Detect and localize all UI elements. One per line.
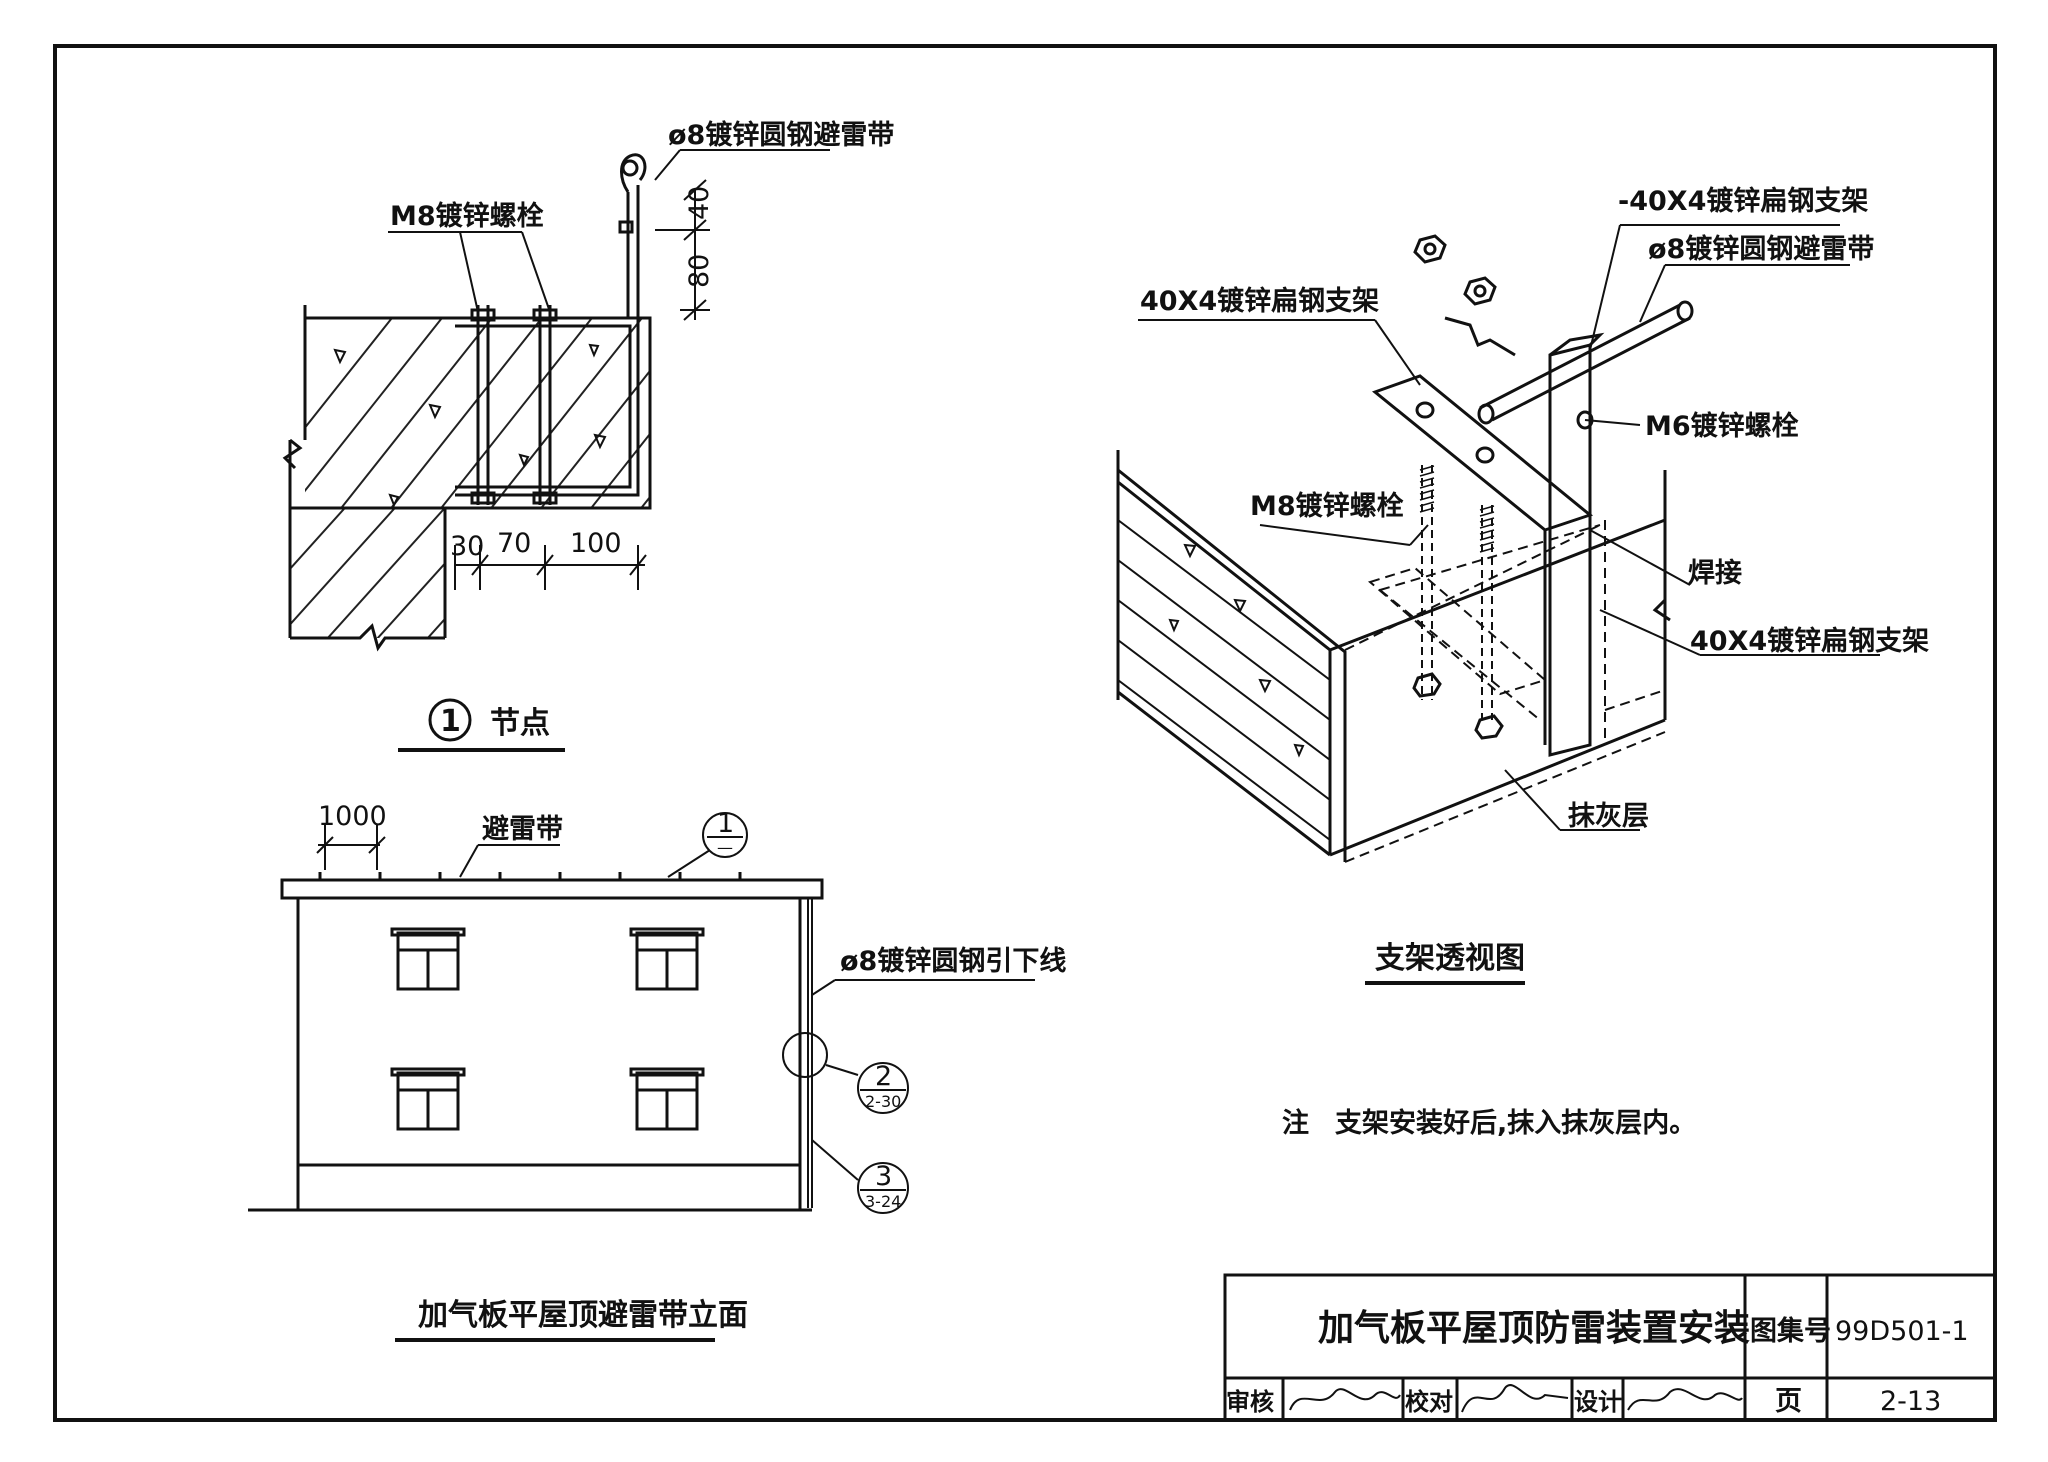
dim-100: 100 <box>570 528 622 559</box>
ref3-number: 3 <box>875 1161 892 1192</box>
slab-hatch <box>305 318 650 508</box>
ref2-page: 2-30 <box>865 1092 901 1111</box>
elevation-view <box>248 812 1035 1214</box>
perspective-view <box>1116 224 1880 863</box>
detail-circle <box>428 698 472 742</box>
perspective-title: 支架透视图 <box>1375 941 1525 976</box>
proof-label: 校对 <box>1405 1388 1453 1416</box>
ref2-number: 2 <box>875 1061 892 1092</box>
atlas-number: 99D501-1 <box>1835 1316 1969 1347</box>
dim-80: 80 <box>684 254 715 288</box>
label-bracket-right: 40X4镀锌扁钢支架 <box>1690 626 1929 657</box>
label-rod-belt: ø8镀锌圆钢避雷带 <box>668 119 894 151</box>
label-rod-belt-persp: ø8镀锌圆钢避雷带 <box>1648 233 1874 265</box>
note-text: 支架安装好后,抹入抹灰层内。 <box>1335 1108 1696 1139</box>
design-label: 设计 <box>1574 1388 1622 1416</box>
sheet-border <box>53 44 1997 1422</box>
label-m8-bolt-persp: M8镀锌螺栓 <box>1250 491 1404 522</box>
dim-1000: 1000 <box>318 801 387 832</box>
dim-40: 40 <box>684 186 715 220</box>
elevation-title: 加气板平屋顶避雷带立面 <box>418 1298 748 1333</box>
review-label: 审核 <box>1226 1388 1274 1416</box>
label-m6-bolt: M6镀锌螺栓 <box>1645 411 1799 442</box>
ref-top-sub: — <box>717 838 733 857</box>
label-weld: 焊接 <box>1688 558 1742 589</box>
dim-30: 30 <box>450 531 484 562</box>
dim-70: 70 <box>497 528 531 559</box>
label-m8-bolt: M8镀锌螺栓 <box>390 201 544 232</box>
page-label: 页 <box>1775 1386 1802 1417</box>
title-block <box>1223 1273 1997 1422</box>
drawing-title: 加气板平屋顶防雷装置安装 <box>1318 1308 1750 1349</box>
ref-top-number: 1 <box>717 808 734 839</box>
note-prefix: 注 <box>1282 1107 1309 1139</box>
node-detail-title: 节点 <box>490 706 550 741</box>
node-detail: 40 80 30 70 100 ø8镀锌圆钢避雷带 M8镀锌螺栓 1 节点 <box>282 119 894 752</box>
label-plaster: 抹灰层 <box>1568 801 1649 832</box>
label-lightning-belt: 避雷带 <box>482 813 563 845</box>
detail-circle-number: 1 <box>440 704 461 739</box>
label-down-conductor: ø8镀锌圆钢引下线 <box>840 946 1066 977</box>
atlas-label: 图集号 <box>1750 1315 1831 1347</box>
wall-hatch <box>290 508 445 638</box>
label-flat-bracket-top: -40X4镀锌扁钢支架 <box>1618 186 1868 217</box>
label-bracket-left: 40X4镀锌扁钢支架 <box>1140 286 1379 317</box>
page-number: 2-13 <box>1880 1386 1941 1417</box>
ref3-page: 3-24 <box>865 1192 901 1211</box>
